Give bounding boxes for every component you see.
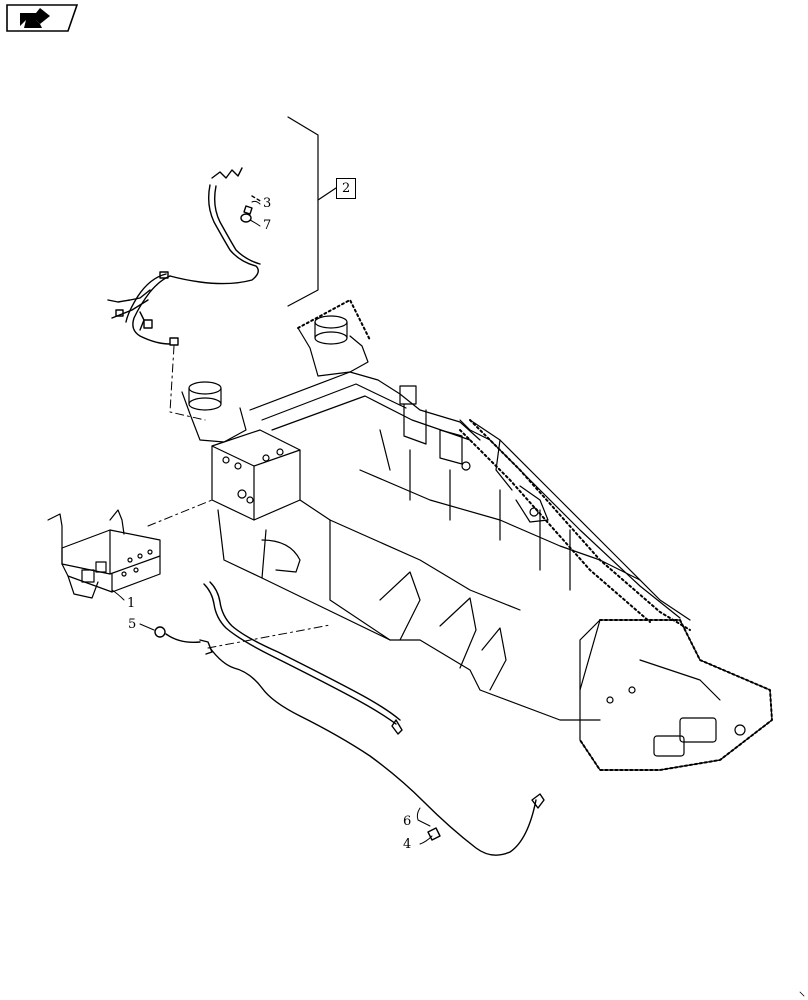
assembly-lines (147, 345, 331, 649)
lower-cable (154, 581, 545, 856)
callout-5: 5 (128, 617, 137, 632)
leader-lines (111, 200, 433, 845)
callout-6: 6 (403, 814, 412, 829)
callout-1: 1 (127, 596, 136, 611)
upper-harness (107, 167, 263, 346)
callout-7: 7 (263, 218, 272, 233)
callout-4: 4 (403, 837, 412, 852)
group-bracket (287, 116, 337, 307)
chassis-frame (181, 315, 773, 771)
callout-2: 2 (336, 178, 357, 199)
frame-dotted-outline (297, 299, 773, 771)
battery-tray-bracket (47, 509, 161, 599)
navigate-back-icon[interactable] (6, 4, 78, 32)
callout-3: 3 (263, 196, 272, 211)
